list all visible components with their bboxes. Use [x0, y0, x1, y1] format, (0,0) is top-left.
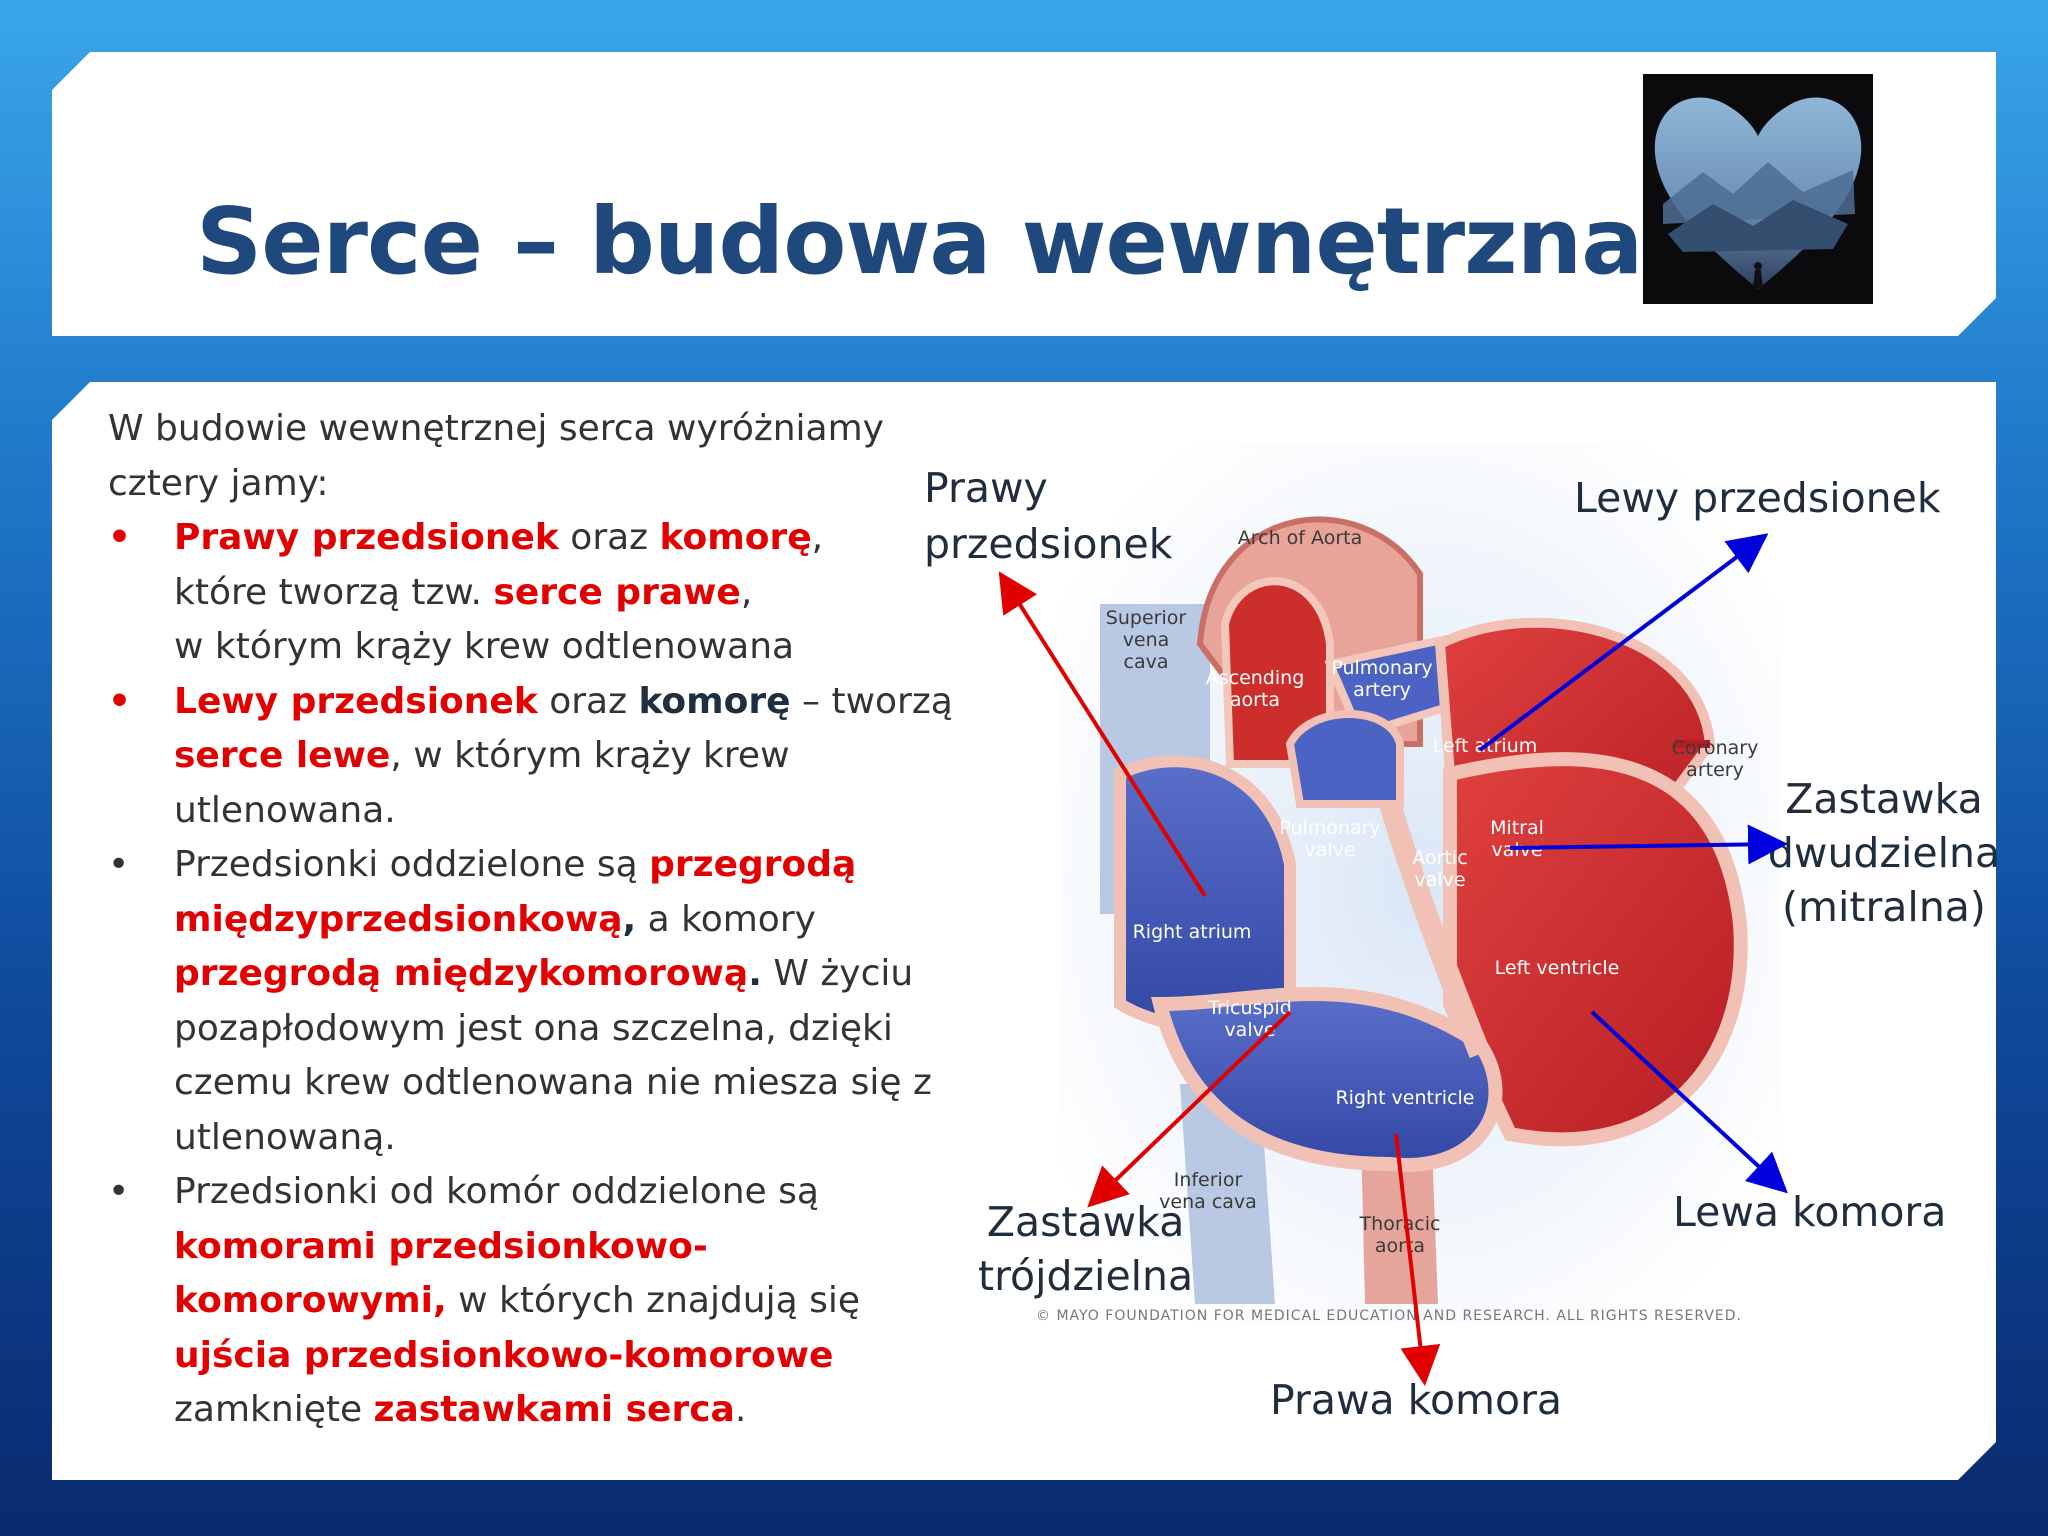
right-atrium [1114, 755, 1296, 1033]
bold-text: . [748, 953, 762, 994]
label-zastawka-trojdzielna: Zastawka trójdzielna [978, 1195, 1193, 1303]
diagram-label: Arch of Aorta [1238, 527, 1362, 549]
pulmonary-valve [1285, 710, 1404, 808]
diagram-label: Right ventricle [1335, 1087, 1474, 1109]
diagram-label: valve [1224, 1019, 1275, 1041]
emphasis: komorami przedsionkowo- [174, 1225, 708, 1267]
diagram-label: Right atrium [1133, 921, 1252, 943]
emphasis: serce prawe [493, 571, 741, 613]
emphasis: przegrodą [649, 844, 857, 885]
text: oraz [537, 680, 639, 722]
label-zastawka-dwudzielna: Zastawka dwudzielna (mitralna) [1764, 772, 2004, 934]
label-line: Prawy [924, 464, 1048, 512]
heart-cave-photo [1643, 74, 1873, 304]
emphasis: serce lewe [174, 735, 391, 776]
label-line: Zastawka [1785, 775, 1983, 823]
text: , [740, 571, 753, 613]
emphasis: komorowymi, [174, 1280, 447, 1321]
bold-text: komorę [638, 680, 791, 722]
diagram-label: valve [1414, 869, 1465, 891]
bullet-list: • Prawy przedsionek oraz komorę, które t… [108, 511, 968, 1438]
text: a komory [636, 898, 816, 940]
emphasis: ujścia przedsionkowo-komorowe [174, 1334, 834, 1376]
diagram-label: Left atrium [1433, 735, 1538, 757]
text: utlenowana. [174, 789, 396, 831]
diagram-label: aorta [1230, 689, 1280, 711]
text: oraz [558, 517, 660, 558]
bullet-dot-icon: • [108, 680, 132, 722]
diagram-label: Superior [1106, 607, 1187, 629]
label-line: Zastawka [986, 1198, 1185, 1246]
diagram-label: Ascending [1206, 667, 1305, 689]
list-item: • Lewy przedsionek oraz komorę – tworzą … [108, 675, 968, 839]
body-text: W budowie wewnętrznej serca wyróżniamy c… [108, 402, 968, 1438]
emphasis: zastawkami serca [373, 1389, 735, 1430]
diagram-label: Inferior [1174, 1169, 1243, 1191]
label-line: trójdzielna [978, 1252, 1194, 1300]
text: zamknięte [174, 1389, 374, 1430]
emphasis: komorę [659, 517, 812, 558]
text: , [811, 517, 824, 558]
label-lewa-komora: Lewa komora [1673, 1188, 1947, 1236]
emphasis: przegrodą międzykomorową [174, 953, 749, 994]
diagram-label: artery [1353, 679, 1411, 701]
diagram-label: Thoracic [1359, 1213, 1441, 1235]
emphasis: Lewy przedsionek [174, 680, 538, 722]
diagram-label: Coronary [1672, 737, 1759, 759]
diagram-label: Mitral [1490, 817, 1544, 839]
ascending-aorta [1220, 577, 1334, 768]
bullet-dot-icon: • [108, 844, 130, 885]
text: , w którym krąży krew [390, 735, 790, 776]
text: Przedsionki oddzielone są [174, 844, 650, 885]
label-line: dwudzielna [1767, 829, 2001, 877]
intro-text: W budowie wewnętrznej serca wyróżniamy c… [108, 408, 884, 504]
text: w których znajdują się [446, 1280, 861, 1321]
text: W życiu pozapłodowym jest ona szczelna, … [174, 953, 932, 1158]
diagram-label: artery [1686, 759, 1744, 781]
diagram-label: Left ventricle [1495, 957, 1620, 979]
diagram-label: Tricuspid [1207, 997, 1292, 1019]
text: . [734, 1389, 747, 1430]
label-lewy-przedsionek: Lewy przedsionek [1574, 474, 1941, 522]
heart-diagram: Arch of Aorta Superior vena cava Ascendi… [1060, 444, 1780, 1324]
emphasis: międzyprzedsionkową [174, 898, 623, 940]
diagram-label: cava [1124, 651, 1169, 673]
diagram-label: Pulmonary [1279, 817, 1380, 839]
text: – tworzą [790, 680, 953, 722]
diagram-label: Pulmonary [1331, 657, 1432, 679]
bullet-dot-icon: • [108, 517, 132, 558]
list-item: • Przedsionki od komór oddzielone są kom… [108, 1165, 968, 1438]
label-prawy-przedsionek: Prawy przedsionek [924, 460, 1172, 572]
slide-title: Serce – budowa wewnętrzna [196, 188, 1643, 295]
diagram-label: valve [1304, 839, 1355, 861]
text: w którym krąży krew odtlenowana [174, 626, 795, 667]
diagram-label: vena [1123, 629, 1170, 651]
diagram-label: valve [1491, 839, 1542, 861]
list-item: • Prawy przedsionek oraz komorę, które t… [108, 511, 968, 675]
bold-text: , [622, 898, 637, 940]
copyright-note: © MAYO FOUNDATION FOR MEDICAL EDUCATION … [1036, 1308, 1742, 1324]
label-prawa-komora: Prawa komora [1270, 1376, 1563, 1424]
diagram-label: aorta [1375, 1235, 1425, 1257]
text: Przedsionki od komór oddzielone są [174, 1171, 819, 1212]
list-item: • Przedsionki oddzielone są przegrodą mi… [108, 838, 968, 1165]
emphasis: Prawy przedsionek [174, 517, 559, 558]
diagram-label: Aortic [1412, 847, 1467, 869]
bullet-dot-icon: • [108, 1171, 130, 1212]
septum [1379, 800, 1491, 1059]
label-line: przedsionek [924, 520, 1173, 568]
label-line: (mitralna) [1782, 883, 1986, 931]
text: które tworzą tzw. [174, 571, 494, 613]
